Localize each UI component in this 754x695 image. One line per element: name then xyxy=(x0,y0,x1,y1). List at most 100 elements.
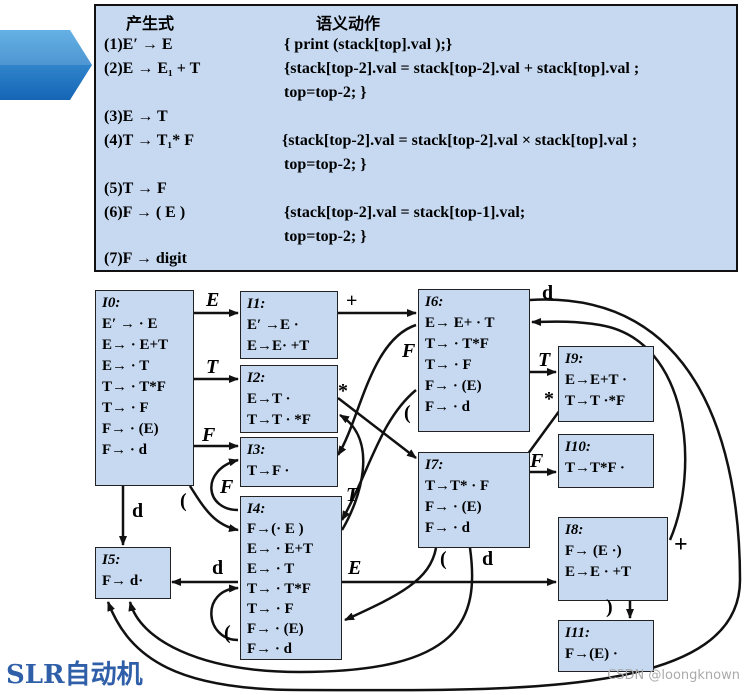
lr-item: E→T · xyxy=(247,391,291,407)
lr-item: F→(E) · xyxy=(565,646,618,662)
state-I4: I4: F→(· E ) E→ · E+T E→ · T T→ · T*F T→… xyxy=(240,496,342,660)
edge-label: * xyxy=(338,380,348,402)
lr-item: E→ · T xyxy=(247,561,295,577)
edge-label: T xyxy=(206,356,219,378)
production-4: (4)T → T₁* F xyxy=(104,132,194,149)
state-name: I2: xyxy=(247,370,266,386)
lr-item: T→ · T*F xyxy=(425,336,489,352)
edge-label: T xyxy=(538,349,551,371)
state-I0: I0: E′ → · E E→ · E+T E→ · T T→ · T*F T→… xyxy=(95,290,194,486)
state-I10: I10: T→T*F · xyxy=(558,434,654,488)
state-name: I11: xyxy=(565,625,591,641)
edge-label: ( xyxy=(224,622,231,644)
lr-item: E′ →E · xyxy=(247,317,299,333)
state-I2: I2: E→T · T→T · *F xyxy=(240,365,338,433)
edge-I6-I4 xyxy=(340,389,417,521)
edge-label: + xyxy=(346,290,358,312)
edge-I6-I3 xyxy=(336,323,417,456)
state-name: I6: xyxy=(425,294,444,310)
lr-item: E→ · E+T xyxy=(102,337,169,353)
state-name: I9: xyxy=(565,351,584,367)
edge-label: d xyxy=(482,548,494,570)
edge-I4-I3 xyxy=(210,458,239,512)
production-5: (5)T → F xyxy=(104,180,167,197)
lr-item: F→ · (E) xyxy=(247,621,304,637)
edge-label: d xyxy=(132,500,144,522)
lr-item: E→E · +T xyxy=(565,564,632,580)
edge-label: E xyxy=(348,557,362,579)
edge-label: + xyxy=(674,532,688,558)
edge-label: ) xyxy=(606,596,613,618)
state-name: I3: xyxy=(247,442,266,458)
lr-item: T→ · F xyxy=(425,357,472,373)
lr-item: F→ d· xyxy=(102,573,144,589)
state-name: I5: xyxy=(102,552,121,568)
lr-item: T→F · xyxy=(247,463,290,479)
state-name: I8: xyxy=(565,522,584,538)
state-name: I10: xyxy=(565,439,591,455)
state-I11: I11: F→(E) · xyxy=(558,620,654,672)
edge-label: ( xyxy=(440,548,447,570)
lr-item: E→E+T · xyxy=(565,372,628,388)
edge-label: F xyxy=(530,450,544,472)
edge-label: F xyxy=(402,340,416,362)
edge-I2-I7 xyxy=(337,397,417,459)
pointer-arrow-icon xyxy=(0,30,92,100)
edge-I7-I4 xyxy=(344,547,438,622)
edge-I4-I2 xyxy=(339,413,365,531)
action-2: {stack[top-2].val = stack[top-2].val + s… xyxy=(284,60,640,77)
lr-item: F→ · (E) xyxy=(102,421,159,437)
lr-item: E→ E+ · T xyxy=(425,315,495,331)
state-I1: I1: E′ →E · E→E· +T xyxy=(240,291,338,359)
state-name: I1: xyxy=(247,296,266,312)
state-name: I0: xyxy=(102,295,121,311)
action-2b: top=top-2; } xyxy=(284,84,367,101)
edge-label: F xyxy=(220,476,234,498)
lr-item: T→T ·*F xyxy=(565,393,626,409)
edge-label: F xyxy=(202,424,216,446)
production-1: (1)E′ → E xyxy=(104,36,173,53)
edge-I7-I5 xyxy=(128,547,474,674)
edge-label: d xyxy=(212,557,224,579)
action-6b: top=top-2; } xyxy=(284,228,367,245)
edge-label: T xyxy=(346,484,359,506)
state-I6: I6: E→ E+ · T T→ · T*F T→ · F F→ · (E) F… xyxy=(418,289,530,432)
state-name: I7: xyxy=(425,457,444,473)
action-1: { print (stack[top].val );} xyxy=(284,36,453,53)
lr-item: F→ · d xyxy=(425,399,471,415)
lr-item: T→ · F xyxy=(102,400,149,416)
lr-item: T→T · *F xyxy=(247,412,311,428)
lr-item: E→ · T xyxy=(102,358,150,374)
lr-item: F→ · d xyxy=(425,520,471,536)
lr-item: F→ · d xyxy=(247,641,293,657)
diagram-caption: SLR自动机 xyxy=(6,660,143,690)
productions-table: 产生式 语义动作 (1)E′ → E { print (stack[top].v… xyxy=(94,4,738,272)
lr-item: T→ · F xyxy=(247,601,294,617)
lr-item: F→(· E ) xyxy=(247,521,304,537)
production-7: (7)F → digit xyxy=(104,250,187,267)
watermark-credit: CSDN @loongknown xyxy=(607,668,740,683)
production-2: (2)E → E₁ + T xyxy=(104,60,201,77)
edge-label: ( xyxy=(180,490,187,512)
header-actions: 语义动作 xyxy=(316,14,381,33)
state-I5: I5: F→ d· xyxy=(95,547,171,599)
production-3: (3)E → T xyxy=(104,108,168,125)
lr-item: E→ · E+T xyxy=(247,541,314,557)
state-I8: I8: F→ (E ·) E→E · +T xyxy=(558,517,668,601)
edge-label: ( xyxy=(404,402,411,424)
edge-I8-I6 xyxy=(531,317,687,541)
lr-item: T→ · T*F xyxy=(247,581,311,597)
state-I7: I7: T→T* · F F→ · (E) F→ · d xyxy=(418,452,530,548)
lr-item: F→ · d xyxy=(102,442,148,458)
lr-item: F→ · (E) xyxy=(425,499,482,515)
lr-item: F→ · (E) xyxy=(425,378,482,394)
edge-I0-I4 xyxy=(188,485,239,532)
lr-item: E→E· +T xyxy=(247,338,310,354)
lr-item: E′ → · E xyxy=(102,316,158,332)
production-6: (6)F → ( E ) xyxy=(104,204,186,221)
edge-label: * xyxy=(544,388,554,410)
state-I9: I9: E→E+T · T→T ·*F xyxy=(558,346,654,422)
edge-I4-self xyxy=(210,584,239,642)
header-productions: 产生式 xyxy=(126,14,175,33)
